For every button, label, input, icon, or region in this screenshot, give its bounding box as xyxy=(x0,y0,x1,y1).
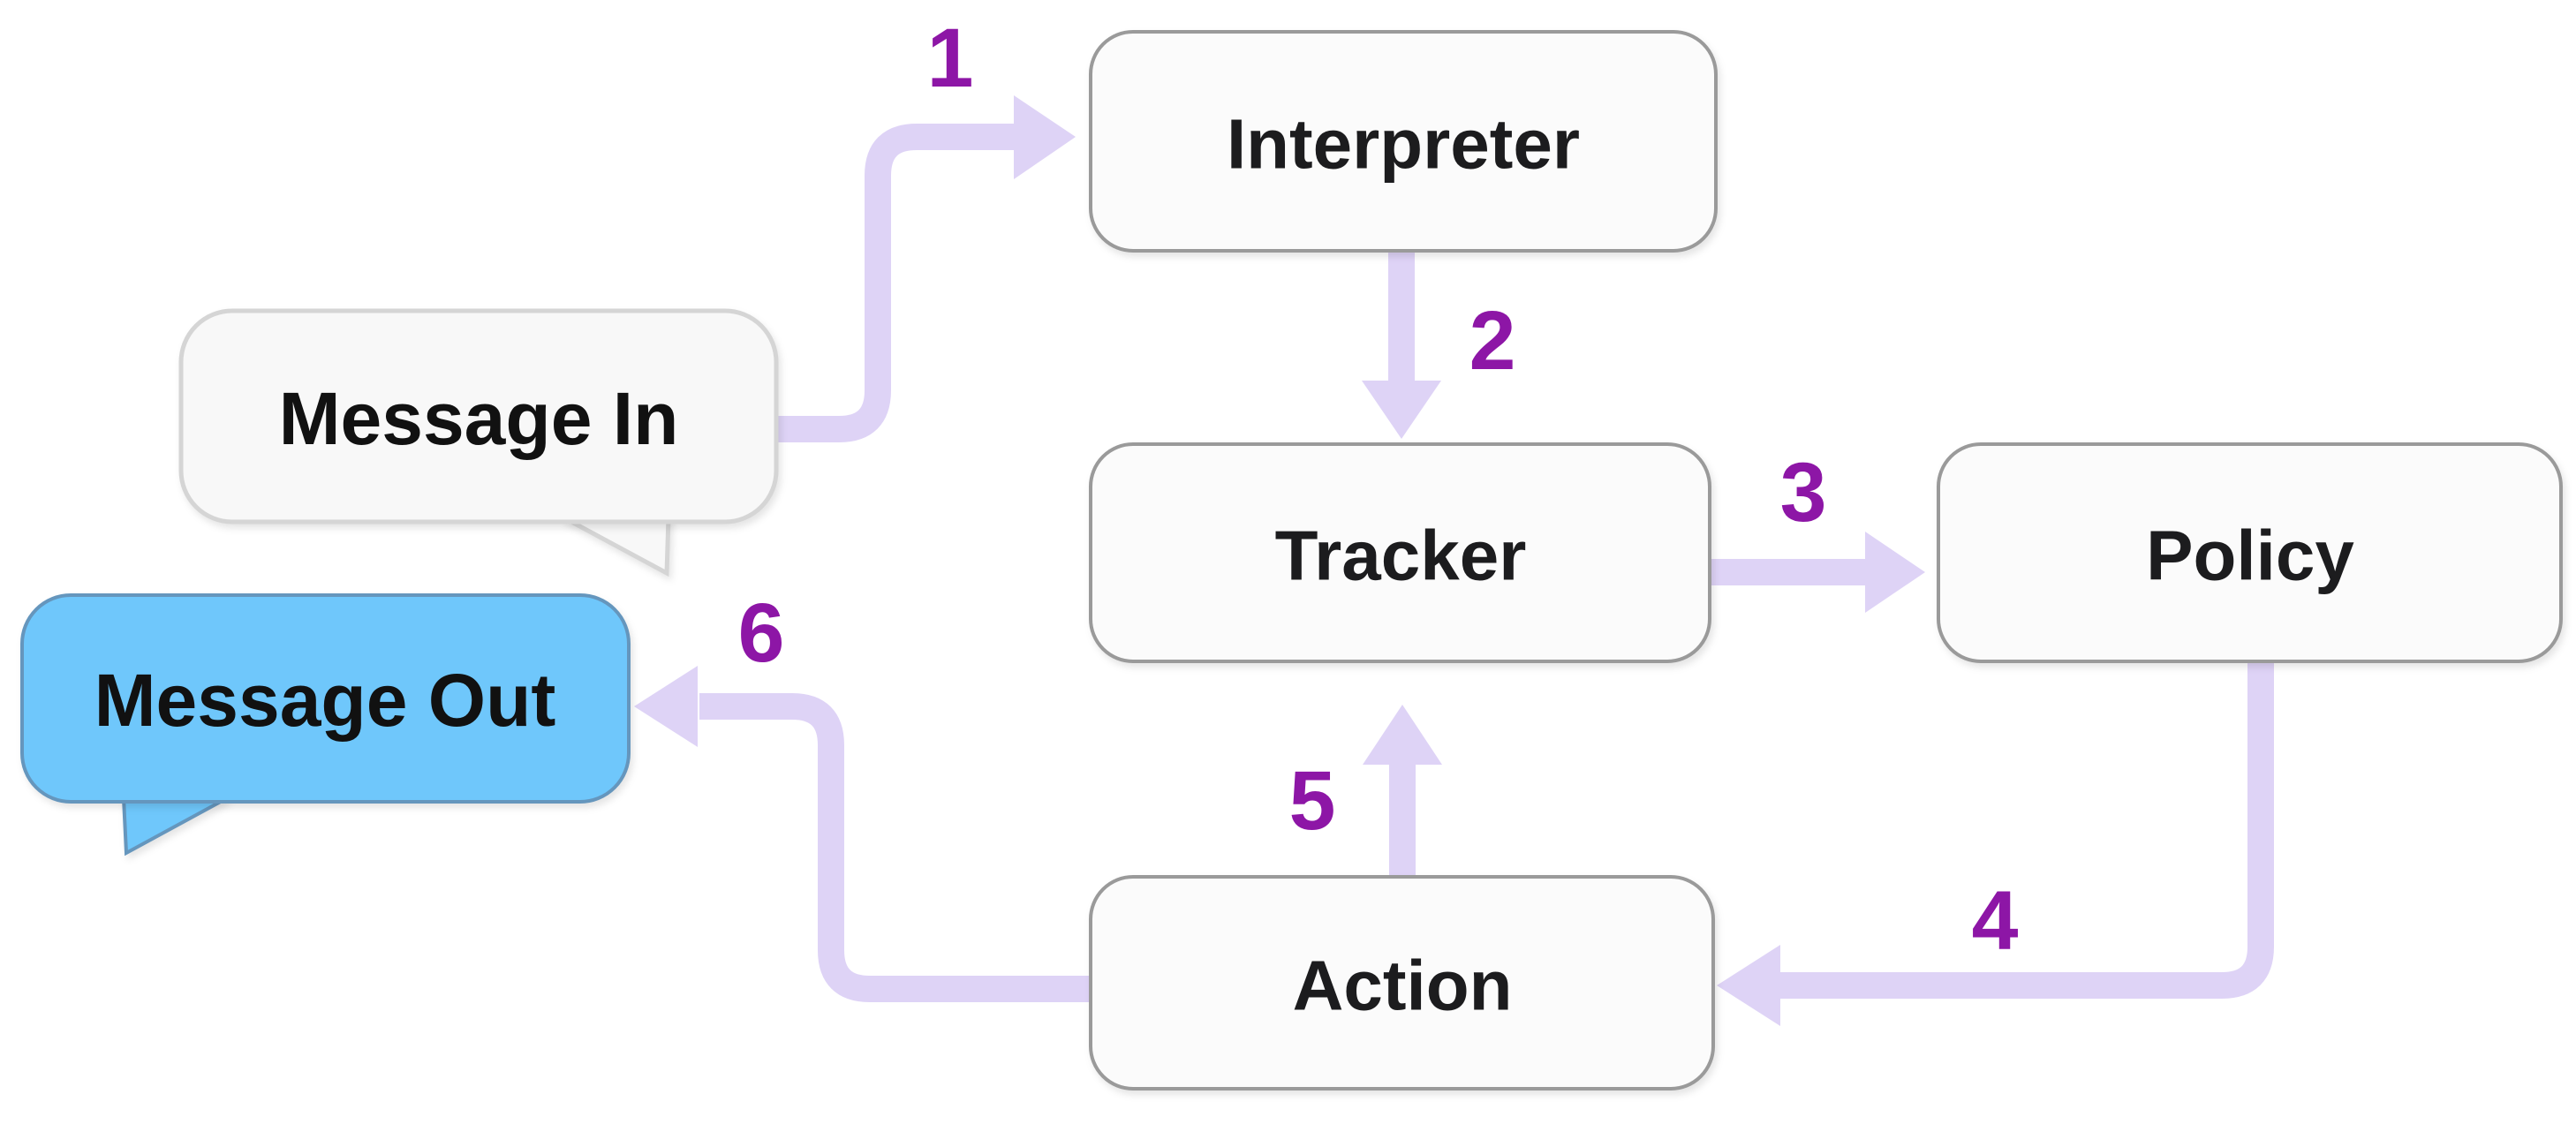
action-box xyxy=(1089,875,1715,1090)
step-number-6: 6 xyxy=(738,586,785,680)
policy-box xyxy=(1937,442,2563,663)
step-number-3: 3 xyxy=(1780,446,1827,540)
node-message-in: Message In xyxy=(178,308,779,577)
message-in-label: Message In xyxy=(279,377,679,460)
message-out-label: Message Out xyxy=(94,659,556,742)
step-number-1: 1 xyxy=(927,11,974,105)
tracker-box xyxy=(1089,442,1711,663)
arrow-6-shaft xyxy=(699,693,1092,1002)
arrow-4-policy-to-action xyxy=(1717,663,2274,1026)
arrow-4-shaft xyxy=(1779,663,2274,999)
tracker-label: Tracker xyxy=(1275,517,1527,595)
arrow-6-head xyxy=(634,666,698,747)
node-message-out: Message Out xyxy=(20,593,631,857)
step-number-5: 5 xyxy=(1289,754,1336,848)
arrow-1-message-in-to-interpreter xyxy=(770,95,1076,442)
policy-label: Policy xyxy=(2146,517,2354,595)
arrow-6-action-to-message-out xyxy=(634,666,1092,1002)
interpreter-label: Interpreter xyxy=(1227,105,1580,184)
node-action: Action xyxy=(1089,875,1715,1090)
interpreter-box xyxy=(1089,30,1718,253)
arrow-5-action-to-tracker xyxy=(1363,705,1442,879)
action-label: Action xyxy=(1293,947,1513,1025)
arrow-4-head xyxy=(1717,945,1780,1026)
message-out-bubble xyxy=(20,593,631,804)
node-interpreter: Interpreter xyxy=(1089,30,1718,253)
step-number-4: 4 xyxy=(1972,874,2019,968)
arrow-1-head xyxy=(1014,95,1076,179)
arrow-5-head xyxy=(1363,705,1442,765)
arrow-1-shaft xyxy=(770,124,1016,442)
node-policy: Policy xyxy=(1937,442,2563,663)
arrow-2-head xyxy=(1362,381,1441,439)
arrow-3-tracker-to-policy xyxy=(1711,532,1925,613)
arrow-3-head xyxy=(1865,532,1925,613)
message-in-bubble xyxy=(178,308,779,524)
node-tracker: Tracker xyxy=(1089,442,1711,663)
arrow-2-interpreter-to-tracker xyxy=(1362,251,1441,439)
message-out-bubble-tail xyxy=(121,796,228,857)
step-number-2: 2 xyxy=(1469,294,1516,388)
message-in-bubble-tail xyxy=(562,515,671,577)
